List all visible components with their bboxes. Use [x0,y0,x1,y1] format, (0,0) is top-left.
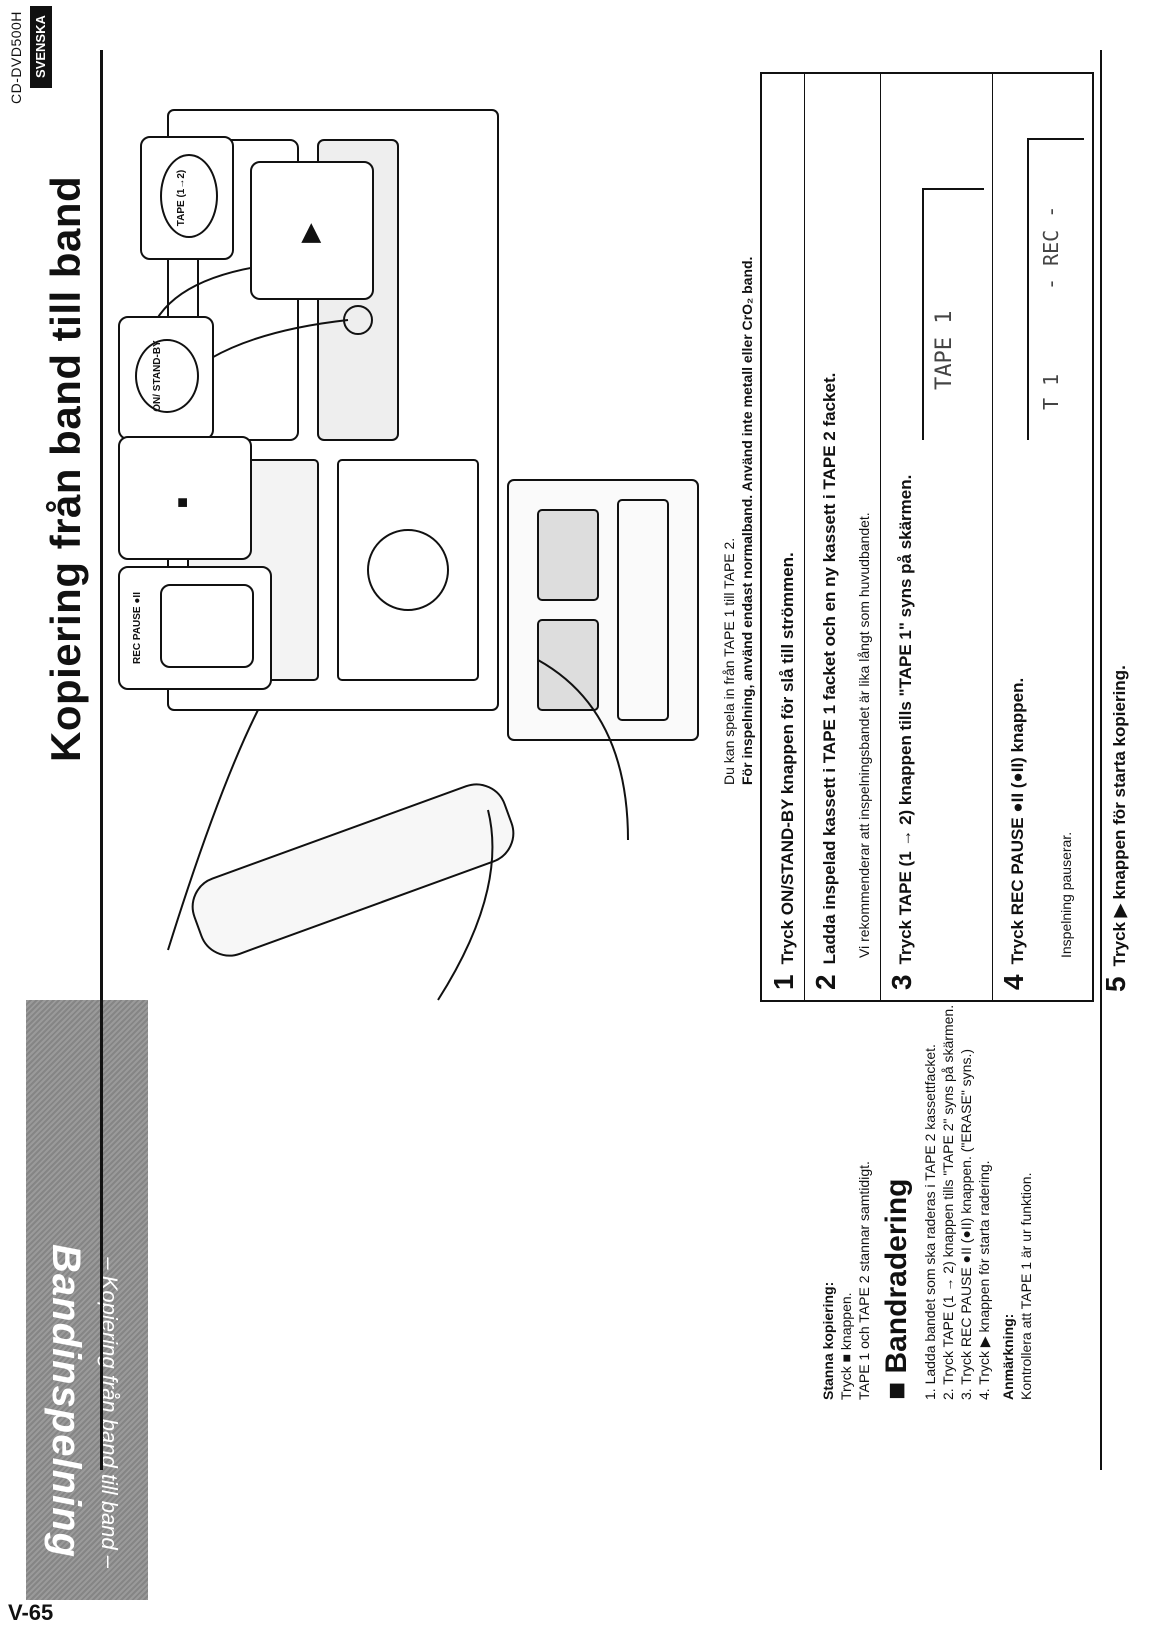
section-title: Bandinspelning [44,1244,88,1558]
title-rule [100,50,103,1470]
stop-copy-heading: Stanna kopiering: [820,1281,836,1400]
rec-pause-callout: REC PAUSE ●II [118,566,272,690]
rec-pause-button[interactable] [160,584,254,668]
display-step-4: T 1 - REC - [1027,138,1084,440]
step-5: 5Tryck ▶ knappen för starta kopiering. [1100,665,1131,992]
display-step-3: TAPE 1 [922,188,984,440]
erase-title: ■ Bandradering [880,1178,913,1400]
unit-illustration [147,109,699,1001]
tape-button[interactable] [160,154,218,238]
intro-line-2: För inspelning, använd endast normalband… [739,256,756,785]
step-2-note: Vi rekommenderar att inspelningsbandet ä… [856,512,872,958]
step-2: 2Ladda inspelad kassett i TAPE 1 facket … [810,372,841,990]
on-standby-button[interactable] [135,339,199,413]
step-4: 4Tryck REC PAUSE ●II (●II) knappen. [998,677,1029,990]
erase-item-2: 2. Tryck TAPE (1 → 2) knappen tills "TAP… [940,1004,956,1400]
page-number: V-65 [8,1600,54,1625]
erase-item-1: 1. Ladda bandet som ska raderas i TAPE 2… [922,1044,938,1400]
erase-note: Kontrollera att TAPE 1 är ur funktion. [1018,1172,1034,1401]
erase-item-4: 4. Tryck ▶ knappen för starta radering. [976,1160,992,1400]
erase-note-heading: Anmärkning: [1000,1313,1016,1400]
remote-control [191,783,515,957]
step-4-note: Inspelning pauserar. [1058,831,1074,958]
erase-item-3: 3. Tryck REC PAUSE ●II (●II) knappen. ("… [958,1048,974,1400]
stop-callout: ■ [118,436,252,560]
on-standby-callout: ON/ STAND-BY [118,316,214,440]
stop-copy-line-1: Tryck ■ knappen. [838,1292,854,1400]
language-tab: SVENSKA [30,6,52,88]
stop-symbol[interactable]: ■ [172,497,192,508]
cassette-inset [507,479,699,741]
section-strip: Bandinspelning – Kopiering från band til… [26,1000,148,1600]
play-callout: ▶ [250,161,374,300]
tape-label: TAPE (1→2) [176,169,187,227]
model-number: CD-DVD500H [8,11,24,104]
page-title: Kopiering från band till band [42,175,89,762]
tape-callout: TAPE (1→2) [140,136,234,260]
on-standby-label: ON/ STAND-BY [152,340,163,412]
stop-copy-line-2: TAPE 1 och TAPE 2 stannar samtidigt. [856,1161,872,1400]
step-3: 3Tryck TAPE (1 → 2) knappen tills "TAPE … [886,474,917,990]
intro-text: Du kan spela in från TAPE 1 till TAPE 2.… [720,0,756,785]
step-1: 1Tryck ON/STAND-BY knappen för slå till … [768,552,799,990]
intro-line-1: Du kan spela in från TAPE 1 till TAPE 2. [721,537,737,785]
steps-box: 1Tryck ON/STAND-BY knappen för slå till … [760,72,1094,1002]
section-strip-text: Bandinspelning – Kopiering från band til… [26,1000,148,1600]
rec-pause-label: REC PAUSE ●II [132,592,143,664]
play-symbol[interactable]: ▶ [294,223,324,243]
